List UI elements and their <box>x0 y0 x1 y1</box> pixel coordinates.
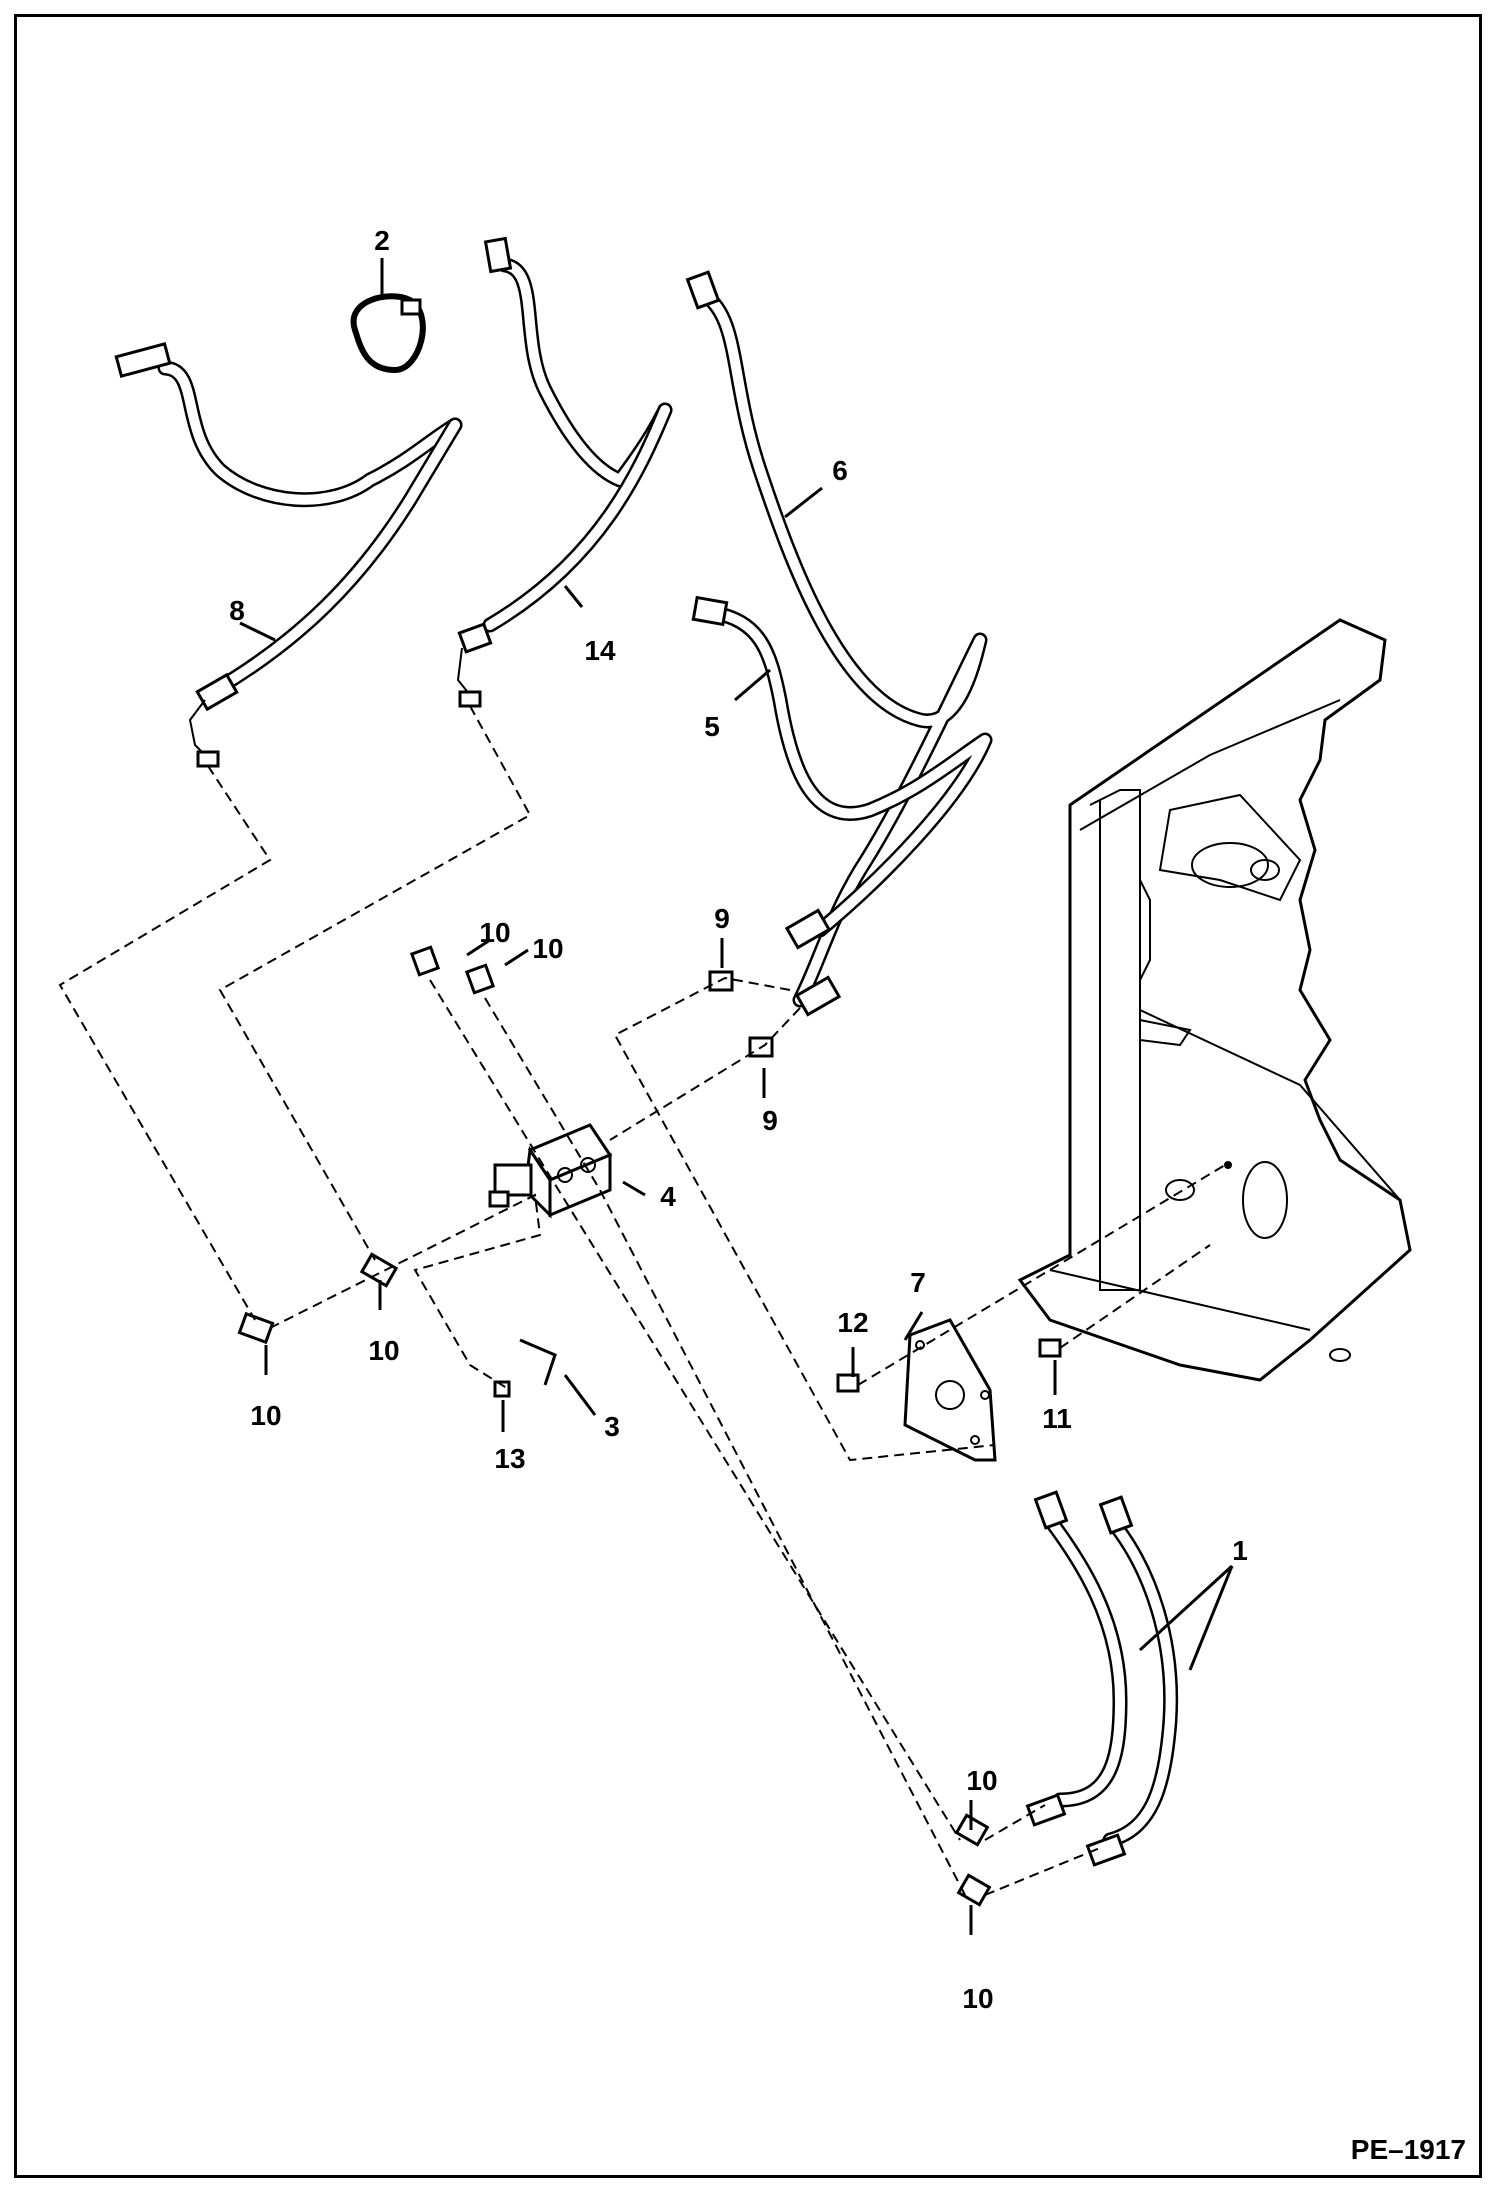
callout-12: 12 <box>837 1307 868 1338</box>
leader-lines <box>239 258 1234 1935</box>
figure-code: PE–1917 <box>1351 2134 1466 2165</box>
callouts: 2 6 8 14 5 9 10 10 9 4 7 12 10 10 3 13 1… <box>229 225 1466 2165</box>
callout-6: 6 <box>832 455 848 486</box>
callout-10-d: 10 <box>250 1400 281 1431</box>
pin-3 <box>519 1338 557 1386</box>
fitting-10-left-b <box>359 1252 399 1288</box>
callout-14: 14 <box>584 635 616 666</box>
callout-10-e: 10 <box>966 1765 997 1796</box>
nut-12 <box>836 1373 860 1393</box>
callout-9-a: 9 <box>714 903 730 934</box>
assembly-lines <box>58 705 1226 1896</box>
callout-11: 11 <box>1042 1403 1072 1434</box>
machine-frame <box>1017 618 1412 1382</box>
callout-8: 8 <box>229 595 245 626</box>
fitting-10-top-b <box>464 963 496 995</box>
callout-3: 3 <box>604 1411 620 1442</box>
callout-10-c: 10 <box>368 1335 399 1366</box>
callout-7: 7 <box>910 1267 926 1298</box>
callout-9-b: 9 <box>762 1105 778 1136</box>
hose-6 <box>685 270 988 1017</box>
fitting-10-bottom-b <box>956 1873 992 1907</box>
callout-2: 2 <box>374 225 390 256</box>
hose-5 <box>691 595 993 950</box>
bolt-11 <box>1038 1338 1062 1358</box>
callout-10-a: 10 <box>479 917 510 948</box>
hose-8 <box>114 342 463 768</box>
callout-13: 13 <box>494 1443 525 1474</box>
bracket-7 <box>903 1318 997 1462</box>
callout-1: 1 <box>1232 1535 1248 1566</box>
callout-10-f: 10 <box>962 1983 993 2014</box>
hose-14 <box>456 236 673 708</box>
hoses-1 <box>1025 1490 1179 1867</box>
callout-5: 5 <box>704 711 720 742</box>
callout-4: 4 <box>660 1181 676 1212</box>
callout-10-b: 10 <box>532 933 563 964</box>
valve-block-4 <box>488 1123 613 1219</box>
fitting-10-left-a <box>237 1311 275 1345</box>
fitting-10-top-a <box>409 945 441 977</box>
clamp-2 <box>350 293 426 374</box>
nut-13 <box>493 1380 511 1398</box>
